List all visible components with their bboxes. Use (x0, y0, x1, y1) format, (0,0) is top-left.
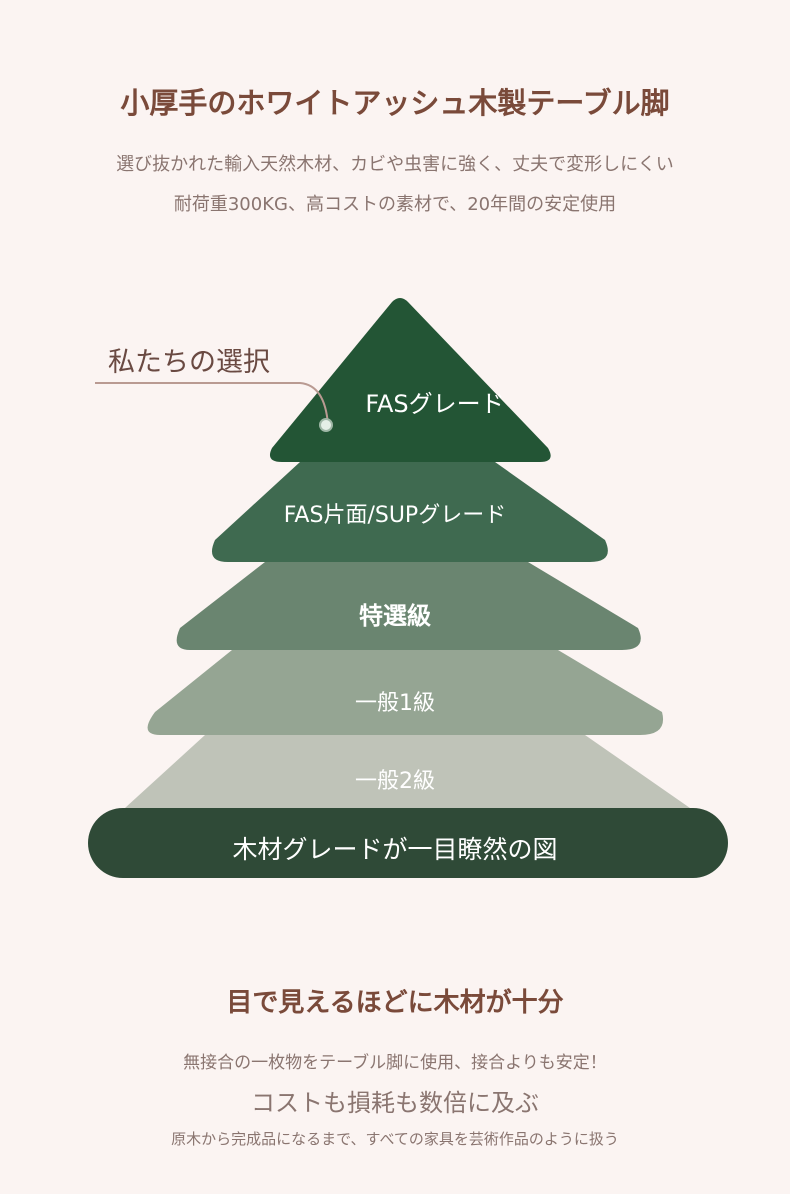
tier-grade-1 (147, 650, 664, 735)
description-line-1: 選び抜かれた輸入天然木材、カビや虫害に強く、丈夫で変形しにくい (116, 154, 674, 175)
choice-label: 私たちの選択 (108, 347, 270, 378)
pyramid-base (88, 808, 728, 878)
page-title: 小厚手のホワイトアッシュ木製テーブル脚 (120, 86, 670, 120)
footer-line-3: 原木から完成品になるまで、すべての家具を芸術作品のように扱う (171, 1130, 619, 1148)
choice-pointer-dot (319, 418, 333, 432)
choice-pointer-line (95, 382, 329, 426)
tier-grade-2 (125, 735, 690, 808)
tier-fas (269, 298, 551, 462)
tier-label-fas-sup: FAS片面/SUPグレード (283, 503, 507, 528)
base-label: 木材グレードが一目瞭然の図 (232, 835, 558, 864)
section-title: 目で見えるほどに木材が十分 (226, 988, 564, 1018)
description-line-2: 耐荷重300KG、高コストの素材で、20年間の安定使用 (173, 194, 617, 215)
footer-line-1: 無接合の一枚物をテーブル脚に使用、接合よりも安定！ (183, 1053, 607, 1073)
footer-line-2: コストも損耗も数倍に及ぶ (251, 1089, 539, 1117)
tier-special (176, 562, 641, 650)
tier-label-fas: FASグレード (365, 390, 505, 418)
tier-label-special: 特選級 (359, 602, 431, 630)
wood-grade-pyramid (88, 298, 728, 878)
tier-label-grade-1: 一般1級 (355, 691, 435, 716)
tier-label-grade-2: 一般2級 (355, 769, 435, 794)
tier-fas-sup (211, 462, 608, 562)
